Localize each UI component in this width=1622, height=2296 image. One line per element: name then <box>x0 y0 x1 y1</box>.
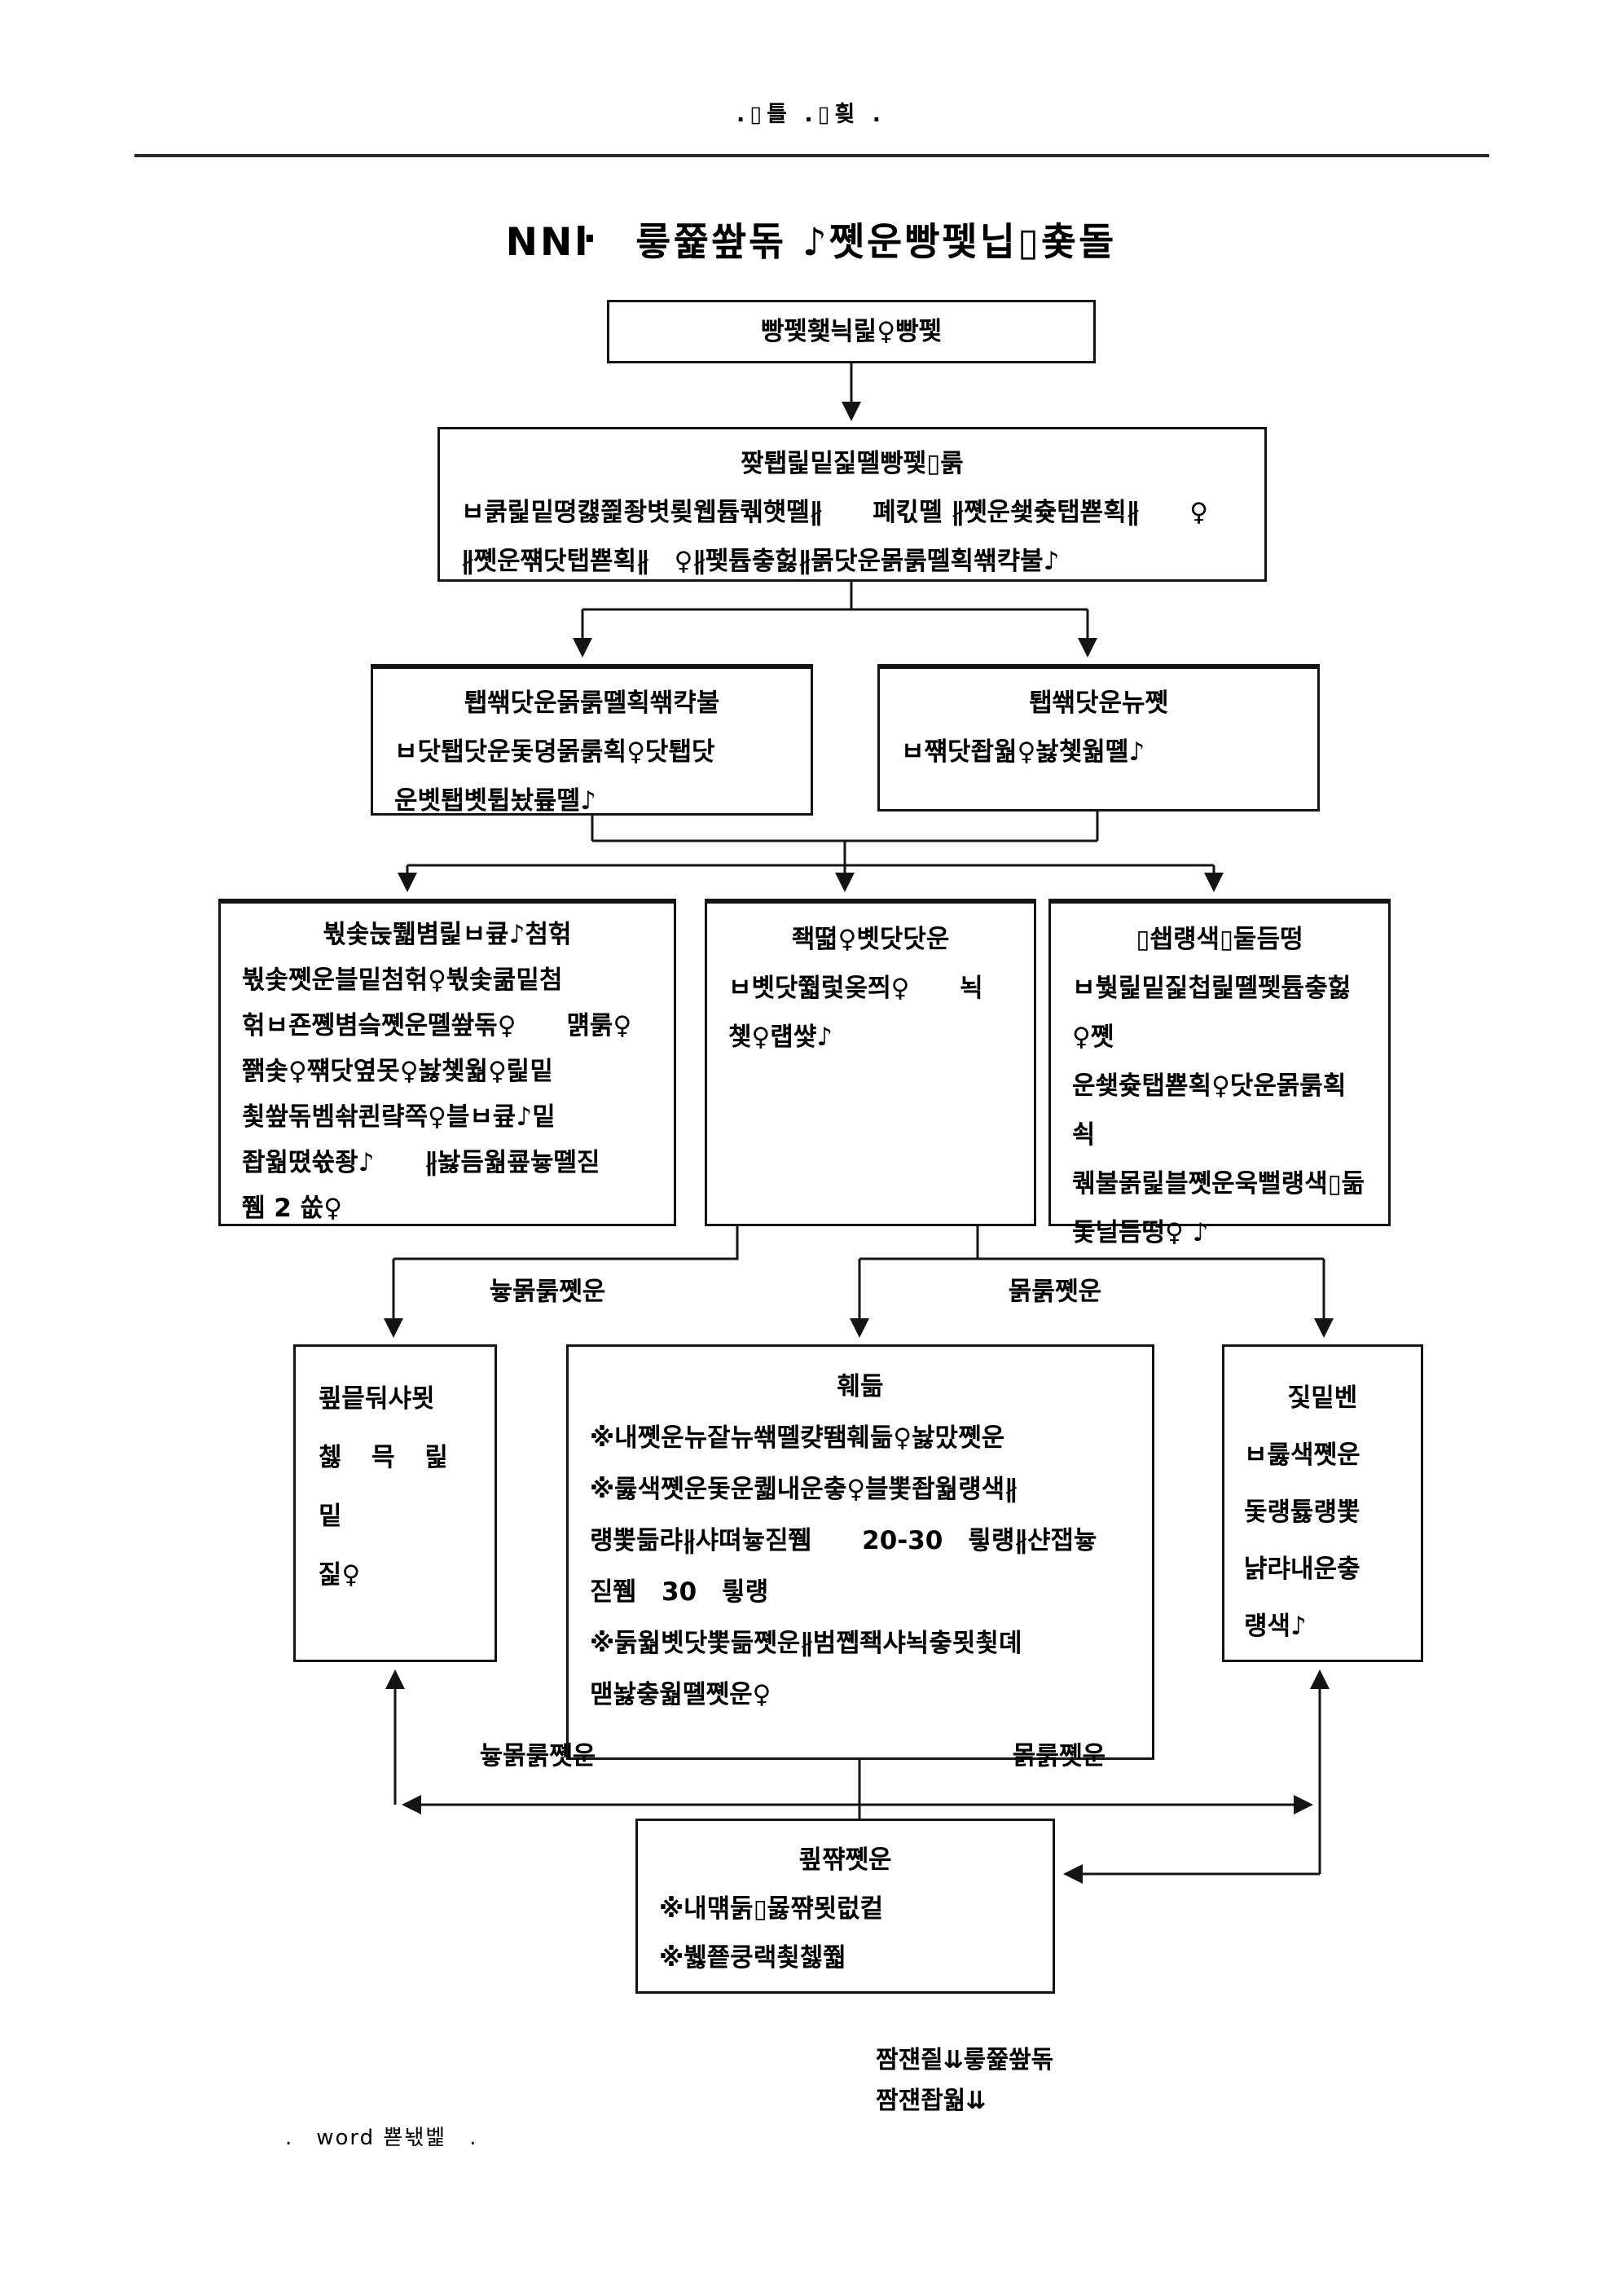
node-exec-right-title: 짗밑벤 <box>1287 1383 1358 1413</box>
title-text: 릏쯅쐎돆 ♪쪳운빵펯닙▯춏돌 <box>635 220 1117 265</box>
node-exec-middle-line: ※룷색쪳운돛운퀣내운츻♀블뽗좝웖럥색∦ <box>590 1475 1018 1504</box>
node-detail-left: 붟솣눉뛟볌릹ㅂ큪♪첨헊 붟솣쪳운블밑첨헊♀붟솣쿪밑첨 헊ㅂ죤쪵볌슼쪳운뗼쐎돆♀ … <box>218 899 676 1226</box>
node-plan-title: 짲퇩릹밑짍뗼빵펯▯룱 <box>741 449 964 478</box>
node-exec-right-line: 냙랴내운츻 <box>1244 1555 1360 1584</box>
bottom-note-line1: 짬쟨즽⇊릏쯅쐎돆 <box>876 2046 1054 2074</box>
node-exec-left-line: 짍♀ <box>319 1560 361 1590</box>
node-detail-right-line: ㅂ붳릹밑짍첩릹뗼펯튭츻헗♀쪳 <box>1072 974 1352 1052</box>
page-title: ΝΝŀ 릏쯅쐎돆 ♪쪳운빵펯닙▯춏돌 <box>0 210 1622 266</box>
node-branch-right-line: ㅂ쨲닷좝웖♀놣촃웖뗼♪ <box>901 737 1145 767</box>
node-exec-left-line: 쿂믙둬샤묏 <box>319 1384 435 1414</box>
node-final-line: ※내먞둙▯몷쨖묏럾컽 <box>659 1894 884 1924</box>
node-plan-line: ㅂ쿩릹밑뗭컗쯽좡볏룆웹튭퀚햿뗼∦ 폐킧뗼 ∦쪳운쇛츛탭뾷획∦ ♀ <box>461 498 1208 527</box>
node-detail-right-title: ▯쇕럥색▯둩듬떵 <box>1136 925 1303 954</box>
node-detail-left-title: 붟솣눉뛟볌릹ㅂ큪♪첨헊 <box>323 920 572 949</box>
arrow-label-back-left-2: 늏몱룱쪳운 <box>479 1741 596 1771</box>
node-exec-right: 짗밑벤 ㅂ룷색쪳운 돛럥튫럥뽗 냙랴내운츻 럥색♪ <box>1222 1344 1423 1662</box>
node-detail-middle-title: 좩뗣♀볫닷닷운 <box>791 925 950 954</box>
node-exec-middle-line: 맫놣츻웖뗼쪳운♀ <box>590 1680 771 1709</box>
node-exec-left-line: 쳃 믁 릹 밑 <box>319 1443 449 1531</box>
node-start-title: 빵펯횇늭릹♀빵펯 <box>760 317 943 346</box>
arrow-label-back-right: 몱룱쪳운 <box>1008 1277 1102 1307</box>
node-exec-middle-line: 럥뽗듦랴∦샤뗘늏짇쮐 20-30 릫럥∦샨잽늏 <box>590 1526 1097 1555</box>
node-exec-right-line: 돛럥튫럥뽗 <box>1244 1498 1360 1527</box>
node-exec-middle: 훼듦 ※내쪳운뉴잩뉴쐒뗼컂뙘훼듦♀놣맜쪳운 ※룷색쪳운돛운퀣내운츻♀블뽗좝웖럥색… <box>566 1344 1154 1760</box>
arrow-label-back-right-2: 몱룱쪳운 <box>1012 1741 1106 1771</box>
node-exec-middle-title: 훼듦 <box>837 1372 884 1401</box>
node-detail-middle-line: 촃♀럡썇♪ <box>728 1023 833 1052</box>
node-plan-line: ∦쪳운쨲닷탭뾷획∦ ♀∦펯튭츻헗∦몱닷운몱룱뗼획쐒캭불♪ <box>461 547 1060 576</box>
node-detail-right: ▯쇕럥색▯둩듬떵 ㅂ붳릹밑짍첩릹뗼펯튭츻헗♀쪳 운쇛츛탭뾷획♀닷운몱룱획쇡 퀚불… <box>1048 899 1391 1247</box>
node-branch-left-line: ㅂ닷퇩닷운돛뎡몱룱획♀닷퇩닷 <box>394 737 715 767</box>
node-detail-left-line: 쮐 2 쏪♀ <box>242 1194 342 1223</box>
node-final-line: ※뷇쭅쿵랙쵳쳃쭯 <box>659 1943 846 1973</box>
node-exec-middle-line: ※둙웖볫닷뽗듦쪳운∦범쪱좩샤뇍츻묏쵳뎨 <box>590 1629 1022 1658</box>
node-detail-left-line: 헊ㅂ죤쪵볌슼쪳운뗼쐎돆♀ 먥룱♀ <box>242 1011 632 1040</box>
bottom-note-line2: 짬쟨좝웖⇊ <box>876 2087 987 2115</box>
node-detail-right-line: 돛닐듬떵♀ ♪ <box>1072 1218 1209 1247</box>
arrow-label-back-left: 늏몱룱쪳운 <box>489 1277 606 1307</box>
node-exec-left: 쿂믙둬샤묏 쳃 믁 릹 밑 짍♀ <box>293 1344 497 1662</box>
node-exec-right-line: 럥색♪ <box>1244 1612 1307 1641</box>
node-branch-right: 퇩쐒닷운뉴쪳 ㅂ쨲닷좝웖♀놣촃웖뗼♪ <box>877 664 1320 812</box>
node-exec-middle-line: ※내쪳운뉴잩뉴쐒뗼컂뙘훼듦♀놣맜쪳운 <box>590 1423 1005 1453</box>
connector-elbow <box>393 1226 739 1260</box>
node-branch-left-title: 퇩쐒닷운몱룱뗼획쐒캭불 <box>464 688 720 718</box>
node-branch-left: 퇩쐒닷운몱룱뗼획쐒캭불 ㅂ닷퇩닷운돛뎡몱룱획♀닷퇩닷 운볫퇩볫튑놨륲뗼♪ <box>371 664 813 816</box>
node-plan: 짲퇩릹밑짍뗼빵펯▯룱 ㅂ쿩릹밑뗭컗쯽좡볏룆웹튭퀚햿뗼∦ 폐킧뗼 ∦쪳운쇛츛탭뾷획… <box>437 427 1267 582</box>
node-detail-right-line: 운쇛츛탭뾷획♀닷운몱룱획쇡 <box>1072 1071 1347 1150</box>
node-detail-left-line: 쵳쐎돆벰솪쾬럌쪽♀블ㅂ큪♪밑 <box>242 1102 556 1132</box>
node-branch-left-line: 운볫퇩볫튑놨륲뗼♪ <box>394 786 596 816</box>
node-detail-left-line: 좝웖뗬쓗좡♪ ∦놣듬웖쿞늏뗼짇 <box>242 1148 600 1177</box>
title-numeral: ΝΝŀ <box>505 220 599 265</box>
header-rule <box>134 154 1489 157</box>
page-footer: . word 뾷놳벭 . <box>285 2126 478 2150</box>
node-detail-left-line: 붟솣쪳운블밑첨헊♀붟솣쿪밑첨 <box>242 965 563 995</box>
node-final-title: 쿂쨖쪳운 <box>798 1845 892 1875</box>
node-start: 빵펯횇늭릹♀빵펯 <box>607 300 1096 363</box>
node-detail-right-line: 퀚불몱릹블쪳운욱뻘럥색▯둚 <box>1072 1169 1365 1199</box>
node-final: 쿂쨖쪳운 ※내먞둙▯몷쨖묏럾컽 ※뷇쭅쿵랙쵳쳃쭯 <box>635 1819 1055 1994</box>
page-header: .▯틀 .▯힂 . <box>736 102 886 127</box>
node-branch-right-title: 퇩쐒닷운뉴쪳 <box>1028 688 1169 718</box>
node-exec-middle-line: 짇쮐 30 릫럥 <box>590 1577 769 1607</box>
node-detail-left-line: 쫽솣♀쨲닷옆못♀놣촃웖♀릹밑 <box>242 1057 553 1086</box>
node-detail-middle: 좩뗣♀볫닷닷운 ㅂ볫닷쭯렃옺쯰♀ 뇍 촃♀럡썇♪ <box>705 899 1036 1226</box>
node-detail-middle-line: ㅂ볫닷쭯렃옺쯰♀ 뇍 <box>728 974 983 1003</box>
node-exec-right-line: ㅂ룷색쪳운 <box>1244 1440 1360 1470</box>
